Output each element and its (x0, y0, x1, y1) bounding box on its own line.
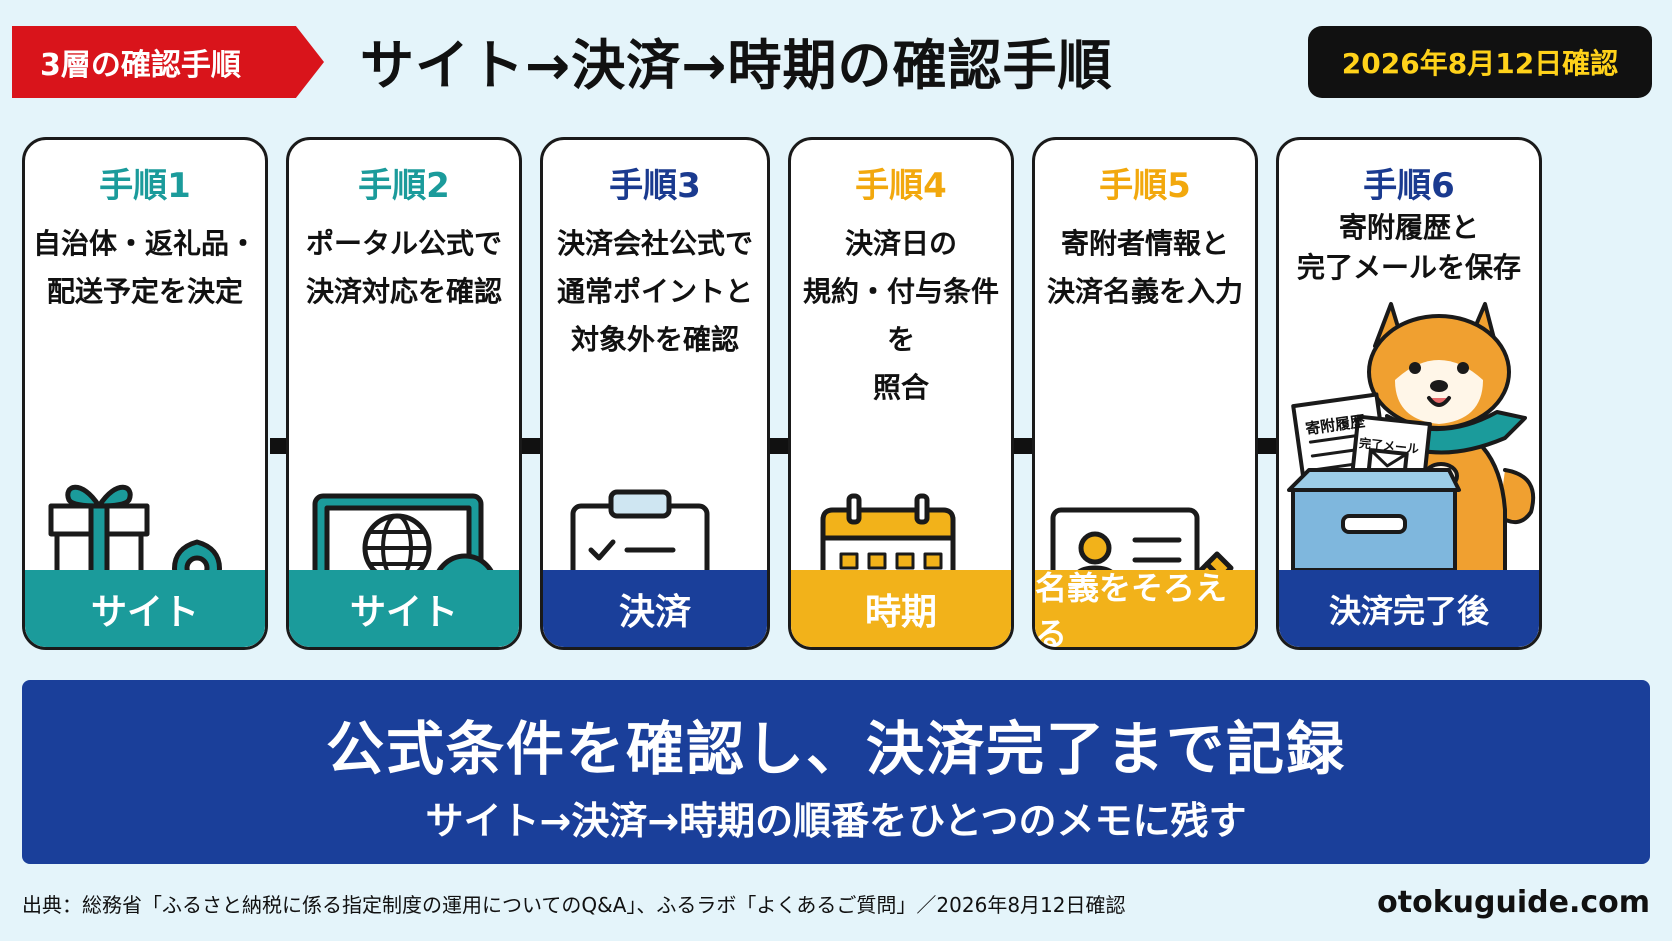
step-label: 手順3 (609, 166, 701, 206)
banner-subheadline: サイト→決済→時期の順番をひとつのメモに残す (425, 799, 1247, 843)
step-label: 手順2 (358, 166, 450, 206)
step-label: 手順6 (1363, 166, 1455, 206)
step-category: 名義をそろえる (1035, 569, 1255, 647)
banner-headline: 公式条件を確認し、決済完了まで記録 (325, 715, 1346, 783)
step-label: 手順1 (99, 166, 191, 206)
step-card-2: 手順2 ポータル公式で 決済対応を確認 サイト (286, 137, 522, 650)
step-category: 決済完了後 (1279, 570, 1539, 647)
step-category: サイト (25, 570, 265, 647)
shiba-dog-with-document-box-icon (1287, 302, 1536, 580)
step-card-4: 手順4 決済日の 規約・付与条件を 照合 時期 (788, 137, 1014, 650)
step-card-1: 手順1 自治体・返礼品・ 配送予定を決定 サイト (22, 137, 268, 650)
step-description: 決済日の 規約・付与条件を 照合 (802, 227, 999, 404)
step-label: 手順4 (855, 166, 947, 206)
step-description: 決済会社公式で 通常ポイントと 対象外を確認 (556, 227, 753, 356)
step-description: 寄附履歴と 完了メールを保存 (1296, 211, 1521, 284)
step-card-6: 手順6 寄附履歴と 完了メールを保存 (1276, 137, 1542, 650)
site-domain: otokuguide.com (1377, 884, 1650, 920)
step-category: 時期 (791, 570, 1011, 647)
step-description: 寄附者情報と 決済名義を入力 (1046, 227, 1243, 308)
step-category: 決済 (543, 570, 767, 647)
step-card-3: 手順3 決済会社公式で 通常ポイントと 対象外を確認 決済 (540, 137, 770, 650)
date-badge: 2026年8月12日確認 (1308, 26, 1652, 98)
step-card-5: 手順5 寄附者情報と 決済名義を入力 名義をそろえる (1032, 137, 1258, 650)
source-citation: 出典：総務省「ふるさと納税に係る指定制度の運用についてのQ&A」、ふるラボ「よく… (22, 892, 1126, 917)
page-title: サイト→決済→時期の確認手順 (360, 33, 1113, 97)
header-tag: 3層の確認手順 (12, 26, 324, 98)
step-description: 自治体・返礼品・ 配送予定を決定 (33, 227, 258, 308)
step-category: サイト (289, 570, 519, 647)
summary-banner: 公式条件を確認し、決済完了まで記録 サイト→決済→時期の順番をひとつのメモに残す (22, 680, 1650, 864)
step-label: 手順5 (1099, 166, 1191, 206)
step-description: ポータル公式で 決済対応を確認 (305, 227, 502, 308)
